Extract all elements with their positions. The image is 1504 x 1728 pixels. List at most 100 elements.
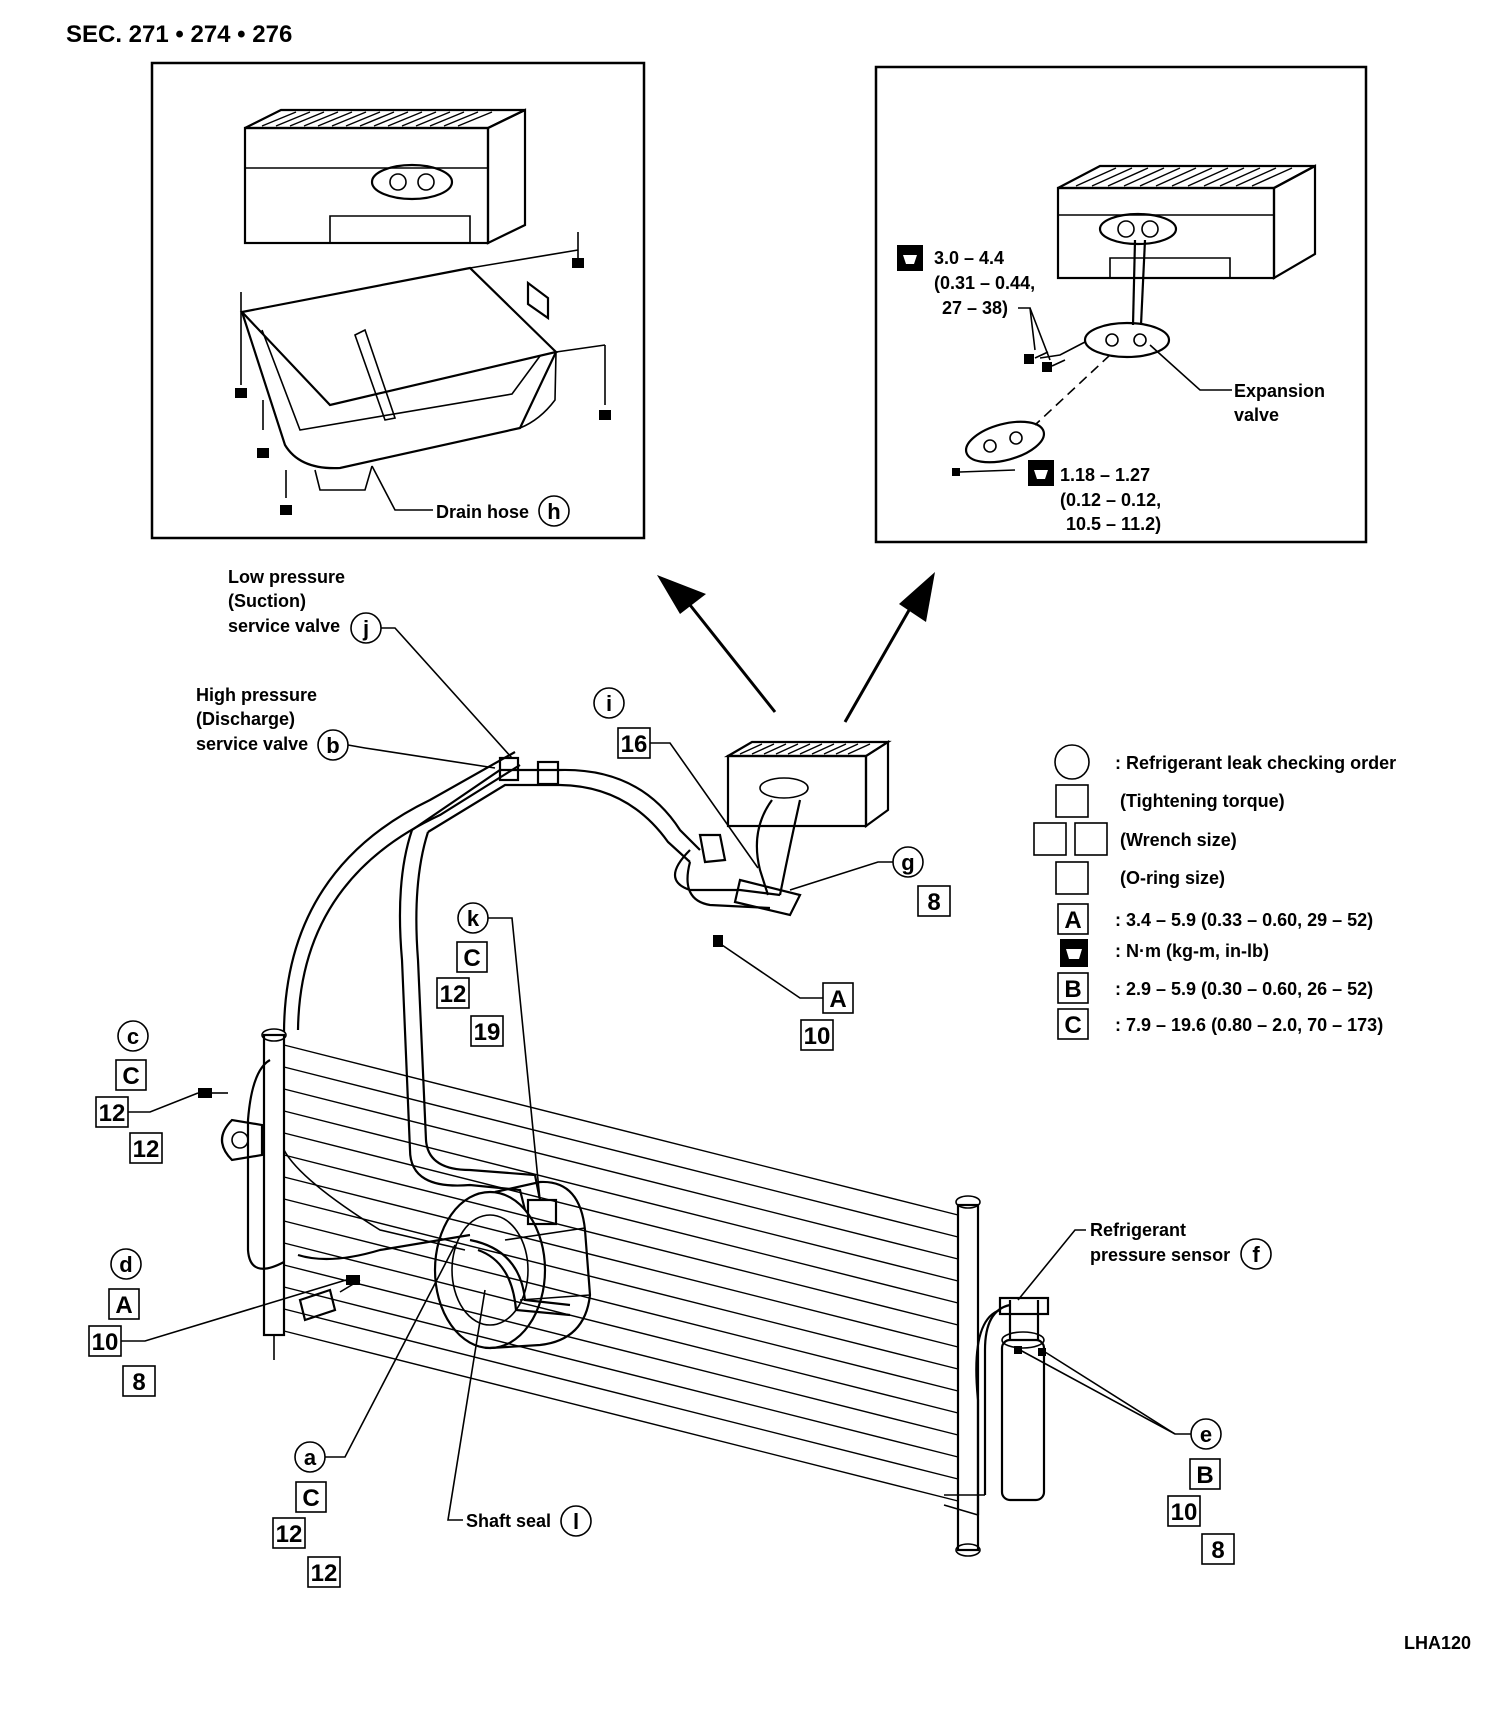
- callout-e: e B 10 8: [1019, 1349, 1235, 1565]
- marker-a: a: [304, 1445, 317, 1470]
- condenser-fin: [283, 1088, 959, 1260]
- high-pressure-label-line2: (Discharge): [196, 709, 295, 729]
- marker-b: b: [326, 733, 339, 758]
- callout-d: d A 10 8: [88, 1248, 347, 1397]
- condenser: [261, 1028, 981, 1557]
- o-ring-size-d: 8: [132, 1369, 145, 1396]
- legend-square-symbol: [1055, 861, 1089, 895]
- callout-a: a C 12 12: [272, 1244, 456, 1588]
- condenser-fin: [283, 1176, 959, 1348]
- marker-e: e: [1200, 1422, 1212, 1447]
- legend-double-square-left: [1033, 822, 1067, 856]
- marker-d: d: [119, 1252, 132, 1277]
- marker-f: f: [1252, 1242, 1260, 1267]
- legend-code-a: A: [1064, 907, 1081, 934]
- legend-text-wrench: (Wrench size): [1120, 830, 1237, 850]
- condenser-fin: [283, 1198, 959, 1370]
- marker-h: h: [547, 499, 560, 524]
- compressor: [433, 1180, 592, 1350]
- wrench-size-a10: 10: [804, 1023, 831, 1050]
- condenser-fin: [283, 1066, 959, 1238]
- legend-text-oring: (O-ring size): [1120, 868, 1225, 888]
- condenser-fin: [283, 1132, 959, 1304]
- drain-hose-label: Drain hose: [436, 502, 529, 522]
- condenser-fin: [283, 1264, 959, 1436]
- wrench-size-e: 10: [1171, 1499, 1198, 1526]
- condenser-fin: [283, 1110, 959, 1282]
- legend-text-a: : 3.4 – 5.9 (0.33 – 0.60, 29 – 52): [1115, 910, 1373, 930]
- marker-i: i: [606, 691, 612, 716]
- legend: : Refrigerant leak checking order (Tight…: [1033, 744, 1396, 1040]
- shaft-seal-label: Shaft seal: [466, 1511, 551, 1531]
- inset-arrows: [657, 572, 935, 723]
- torque-wrench-icon: [897, 245, 923, 271]
- expansion-valve-label-line1: Expansion: [1234, 381, 1325, 401]
- torque-upper-line3: 27 – 38): [942, 298, 1008, 318]
- condenser-fin: [283, 1044, 959, 1216]
- torque-lower-line3: 10.5 – 11.2): [1066, 514, 1161, 534]
- torque-wrench-icon: [1028, 460, 1054, 486]
- callout-low-pressure: Low pressure (Suction) service valve j: [228, 567, 513, 759]
- marker-j: j: [362, 616, 369, 641]
- callout-shaft-seal: Shaft seal l: [447, 1289, 592, 1537]
- o-ring-size-e: 8: [1211, 1537, 1224, 1564]
- low-pressure-label-line2: (Suction): [228, 591, 306, 611]
- low-pressure-label-line3: service valve: [228, 616, 340, 636]
- o-ring-size-k: 19: [474, 1019, 501, 1046]
- callout-a10: A 10: [721, 944, 854, 1051]
- marker-g: g: [901, 850, 914, 875]
- legend-code-b: B: [1064, 976, 1081, 1003]
- inset-right: 3.0 – 4.4 (0.31 – 0.44, 27 – 38) Expansi…: [874, 65, 1368, 544]
- legend-code-c: C: [1064, 1012, 1081, 1039]
- low-pressure-label-line1: Low pressure: [228, 567, 345, 587]
- callout-sensor: Refrigerant pressure sensor f: [1017, 1220, 1272, 1301]
- legend-text-leak-order: : Refrigerant leak checking order: [1115, 753, 1396, 773]
- callout-c: c C 12 12: [95, 1020, 199, 1164]
- high-pressure-label-line3: service valve: [196, 734, 308, 754]
- o-ring-size-c: 12: [133, 1136, 160, 1163]
- expansion-valve-label-line2: valve: [1234, 405, 1279, 425]
- torque-code-a10: A: [829, 986, 846, 1013]
- condenser-fin: [283, 1330, 959, 1502]
- torque-code-d: A: [115, 1292, 132, 1319]
- wrench-size-c: 12: [99, 1100, 126, 1127]
- legend-text-units: : N·m (kg-m, in-lb): [1115, 941, 1269, 961]
- condenser-fin: [283, 1242, 959, 1414]
- section-title: SEC. 271 • 274 • 276: [66, 21, 292, 48]
- marker-c: c: [127, 1024, 139, 1049]
- torque-lower-line1: 1.18 – 1.27: [1060, 465, 1150, 485]
- torque-code-e: B: [1196, 1462, 1213, 1489]
- wrench-size-d: 10: [92, 1329, 119, 1356]
- callout-k: k C 12 19: [436, 902, 541, 1201]
- legend-text-b: : 2.9 – 5.9 (0.30 – 0.60, 26 – 52): [1115, 979, 1373, 999]
- o-ring-size-a: 12: [311, 1560, 338, 1587]
- torque-code-c: C: [122, 1063, 139, 1090]
- high-pressure-label-line1: High pressure: [196, 685, 317, 705]
- torque-code-k: C: [463, 945, 480, 972]
- sensor-label-line1: Refrigerant: [1090, 1220, 1186, 1240]
- wrench-size-k: 12: [440, 981, 467, 1008]
- callout-g: g 8: [789, 846, 951, 917]
- figure-code: LHA120: [1404, 1633, 1471, 1653]
- refrigerant-lines: [198, 739, 1050, 1516]
- sensor-label-line2: pressure sensor: [1090, 1245, 1230, 1265]
- torque-wrench-icon: [1060, 939, 1088, 967]
- condenser-fin: [283, 1154, 959, 1326]
- condenser-fin: [283, 1286, 959, 1458]
- marker-l: l: [573, 1509, 579, 1534]
- torque-lower-line2: (0.12 – 0.12,: [1060, 490, 1161, 510]
- legend-square-symbol: [1055, 784, 1089, 818]
- o-ring-size-g: 8: [927, 889, 940, 916]
- o-ring-size-i: 16: [621, 731, 648, 758]
- torque-code-a: C: [302, 1485, 319, 1512]
- callout-high-pressure: High pressure (Discharge) service valve …: [196, 685, 496, 769]
- condenser-fin: [283, 1308, 959, 1480]
- legend-double-square-right: [1074, 822, 1108, 856]
- legend-text-torque: (Tightening torque): [1120, 791, 1285, 811]
- legend-text-c: : 7.9 – 19.6 (0.80 – 2.0, 70 – 173): [1115, 1015, 1383, 1035]
- legend-circle-symbol: [1054, 744, 1090, 780]
- callout-i: i 16: [593, 687, 759, 869]
- condenser-fin: [283, 1220, 959, 1392]
- torque-upper-line1: 3.0 – 4.4: [934, 248, 1004, 268]
